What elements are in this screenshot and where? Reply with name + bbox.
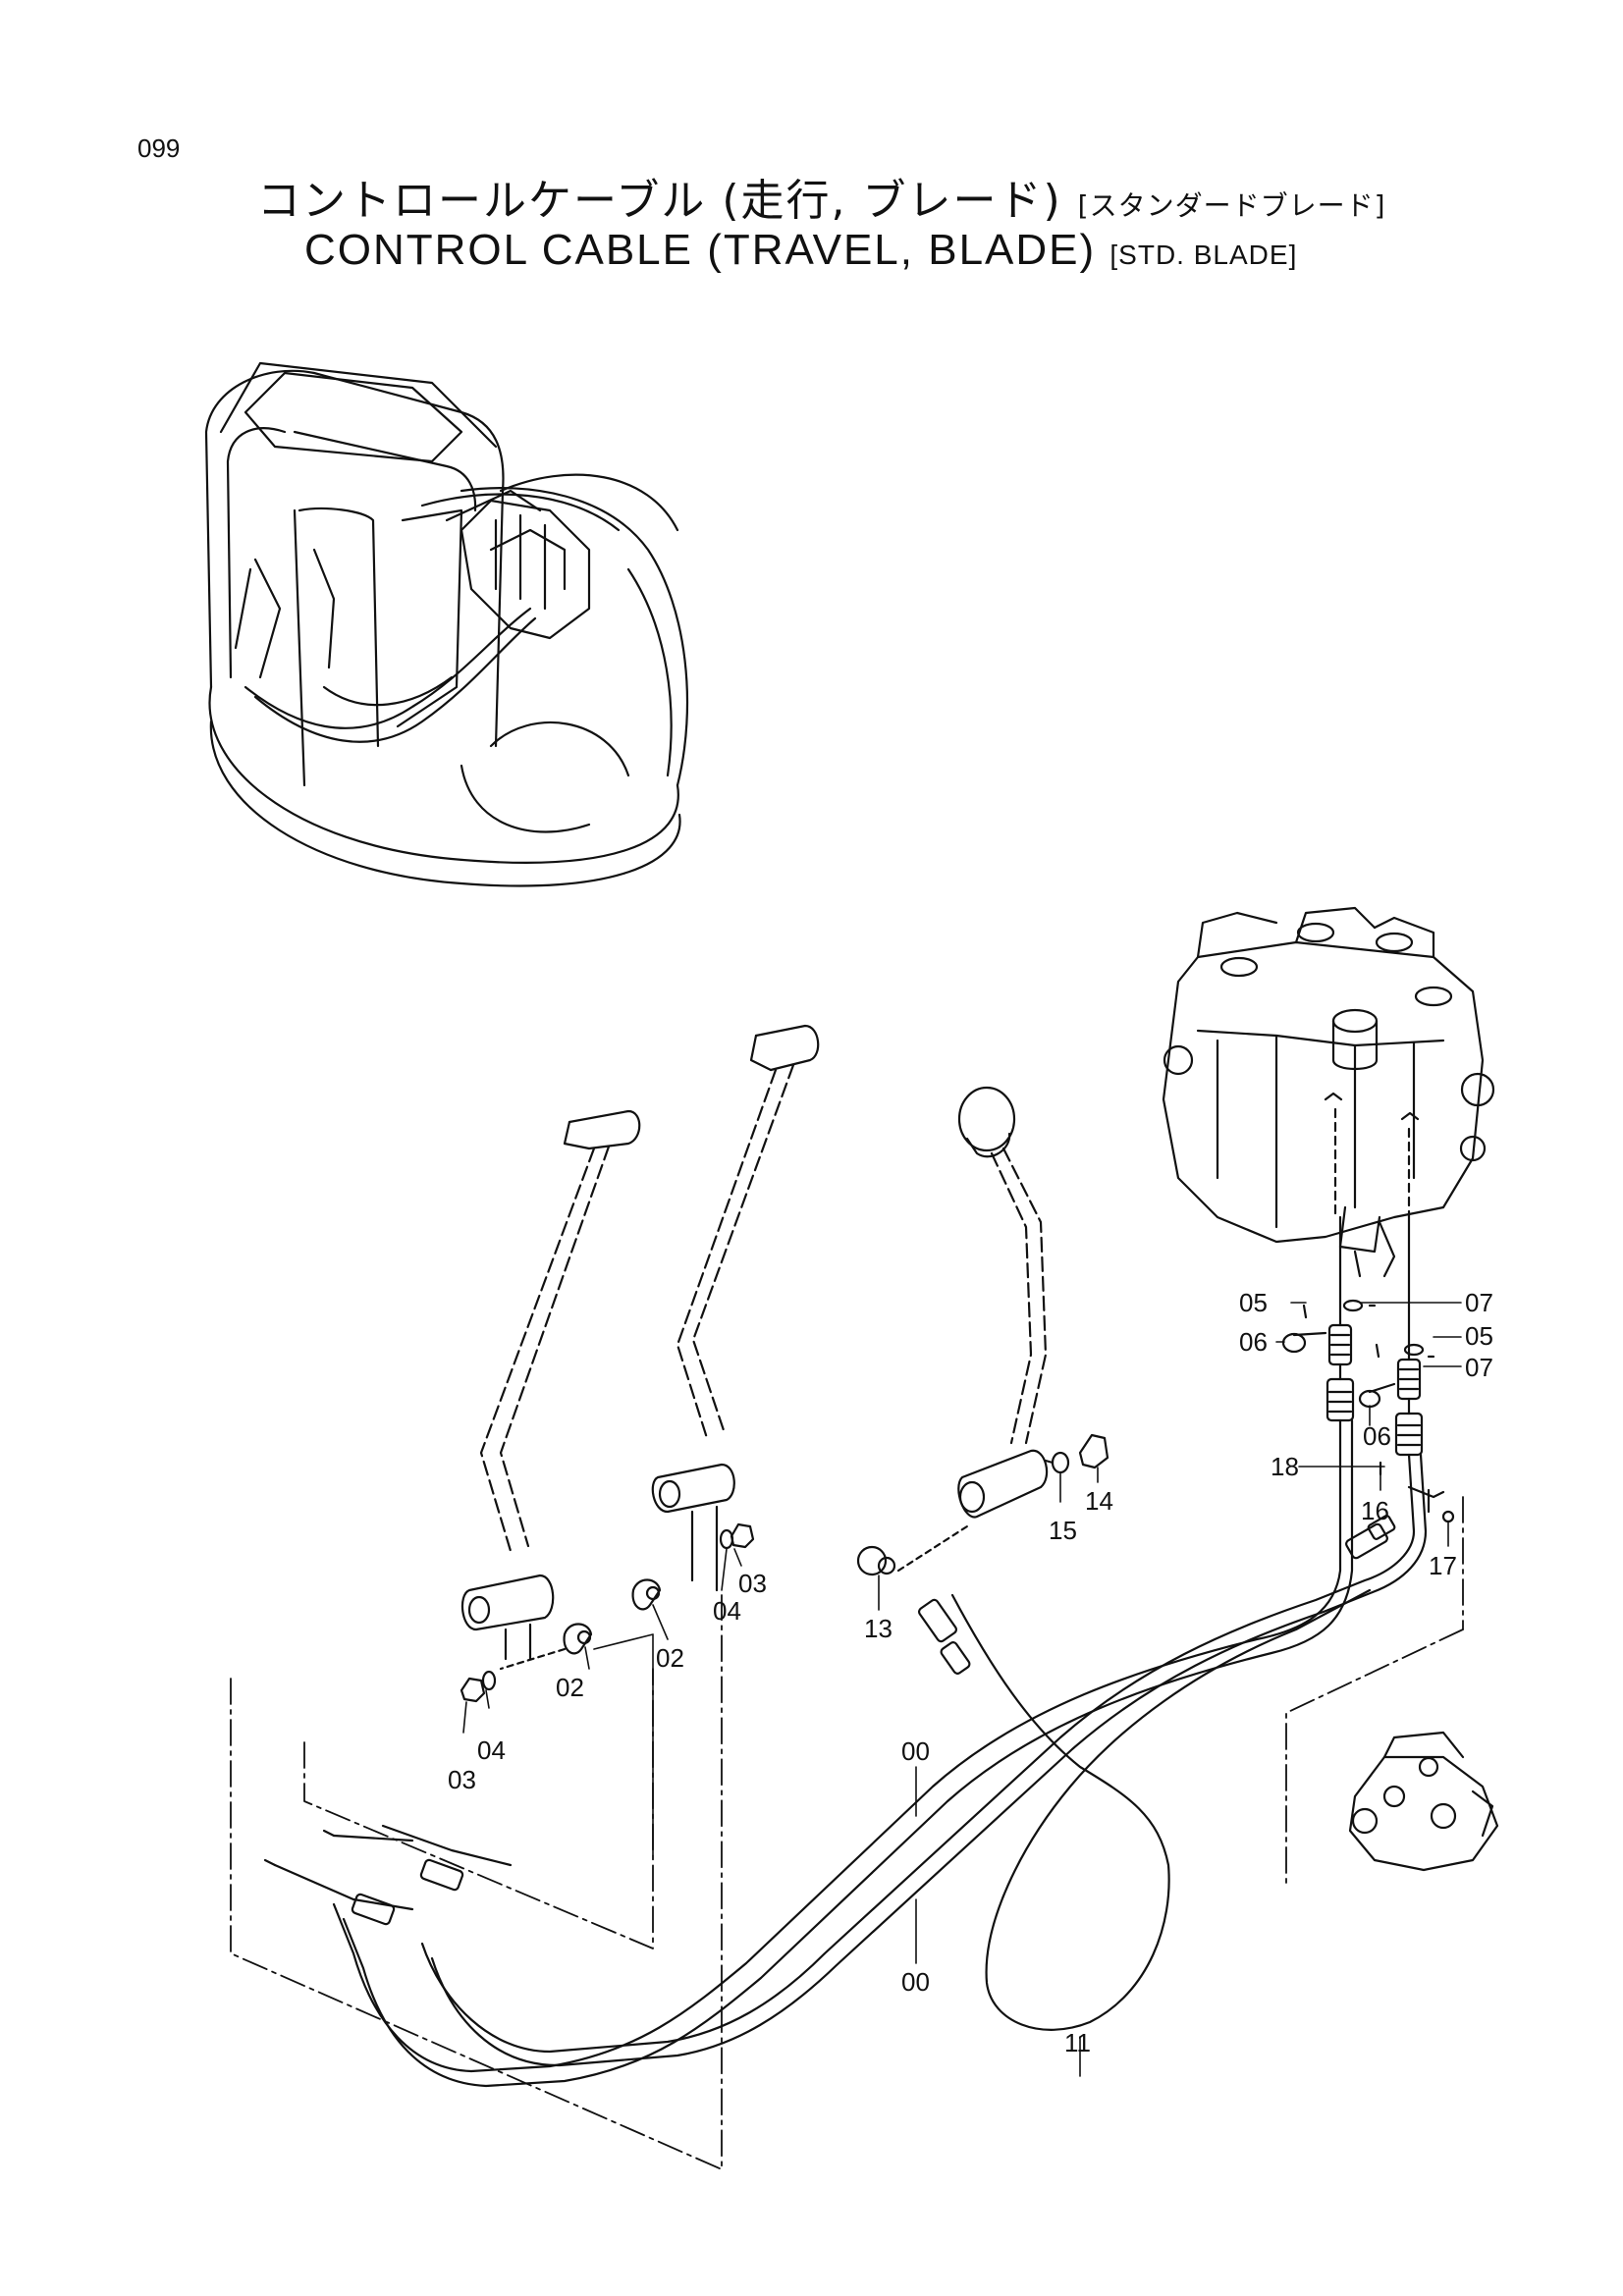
control-valve-assembly — [1162, 906, 1495, 1278]
callout-04-right: 04 — [713, 1596, 741, 1626]
title-japanese-main: コントロールケーブル (走行, ブレード) — [257, 176, 1062, 226]
valve-linkage — [1281, 1215, 1455, 1523]
callout-labels: 05 07 06 05 07 06 18 16 17 14 15 13 03 0… — [448, 1288, 1493, 2057]
blade-valve — [1348, 1731, 1499, 1872]
callout-05-lower: 05 — [1465, 1321, 1493, 1351]
control-cables — [263, 1418, 1428, 2088]
callout-07-lower: 07 — [1465, 1353, 1493, 1382]
callout-17: 17 — [1429, 1551, 1457, 1580]
callout-05-upper: 05 — [1239, 1288, 1268, 1317]
hardware — [460, 1433, 1109, 1703]
callout-06-lower: 06 — [1363, 1421, 1391, 1451]
callout-11: 11 — [1064, 2028, 1091, 2057]
phantom-outlines — [230, 1496, 1464, 2170]
title-english: CONTROL CABLE (TRAVEL, BLADE) [STD. BLAD… — [304, 226, 1297, 275]
callout-13: 13 — [864, 1614, 893, 1643]
callout-07-upper: 07 — [1465, 1288, 1493, 1317]
callout-18: 18 — [1271, 1452, 1299, 1481]
excavator-cab-illustration — [204, 361, 689, 887]
title-japanese-note: [スタンダードブレード] — [1077, 189, 1386, 222]
callout-00-upper: 00 — [901, 1736, 930, 1766]
callout-04-left: 04 — [477, 1735, 506, 1765]
callout-02-right: 02 — [656, 1643, 684, 1673]
callout-15: 15 — [1049, 1516, 1077, 1545]
title-english-main: CONTROL CABLE (TRAVEL, BLADE) — [304, 226, 1097, 274]
control-levers — [460, 1024, 1049, 1661]
callout-16: 16 — [1361, 1496, 1389, 1525]
callout-02-left: 02 — [556, 1673, 584, 1702]
callout-14: 14 — [1085, 1486, 1113, 1516]
callout-00-lower: 00 — [901, 1967, 930, 1997]
callout-06-upper: 06 — [1239, 1327, 1268, 1357]
title-english-note: [STD. BLADE] — [1109, 240, 1298, 270]
leader-lines — [462, 1302, 1462, 2077]
title-japanese: コントロールケーブル (走行, ブレード) [スタンダードブレード] — [257, 165, 1386, 228]
callout-03-right: 03 — [738, 1569, 767, 1598]
page-number: 099 — [137, 133, 181, 163]
callout-03-left: 03 — [448, 1765, 476, 1794]
